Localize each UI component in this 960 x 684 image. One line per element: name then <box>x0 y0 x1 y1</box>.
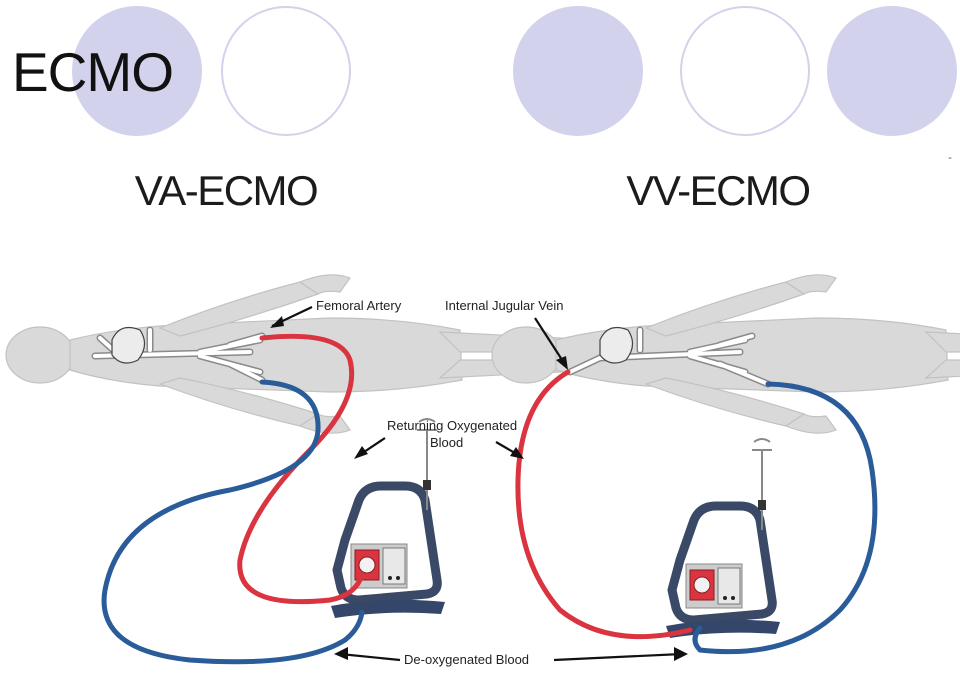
va-oxygenated-tube <box>237 333 363 605</box>
decor-circle-filled-3 <box>827 6 957 136</box>
label-returning-line1: Returning Oxygenated <box>387 418 517 433</box>
decor-circle-outline-2 <box>680 6 810 136</box>
vv-ecmo-machine <box>666 439 780 638</box>
vv-oxygenated-tube <box>515 369 693 640</box>
label-returning-line2: Blood <box>430 435 463 450</box>
corner-mark: - <box>948 150 952 164</box>
va-deoxygenated-tube <box>101 379 365 665</box>
va-ecmo-machine <box>331 419 445 618</box>
decor-circle-outline-1 <box>221 6 351 136</box>
label-deoxygenated-blood: De-oxygenated Blood <box>404 652 529 667</box>
va-ecmo-title: VA-ECMO <box>135 167 317 214</box>
slide-title: ECMO <box>12 41 174 103</box>
annotation-arrows <box>270 306 688 662</box>
vv-vascular-tree <box>566 326 772 388</box>
label-internal-jugular-vein: Internal Jugular Vein <box>445 298 564 313</box>
decor-circle-filled-2 <box>513 6 643 136</box>
vv-ecmo-title: VV-ECMO <box>626 167 809 214</box>
vv-deoxygenated-tube <box>692 381 878 655</box>
va-vascular-tree <box>91 326 266 384</box>
decor-circle-filled-1 <box>72 6 202 136</box>
label-femoral-artery: Femoral Artery <box>316 298 402 313</box>
